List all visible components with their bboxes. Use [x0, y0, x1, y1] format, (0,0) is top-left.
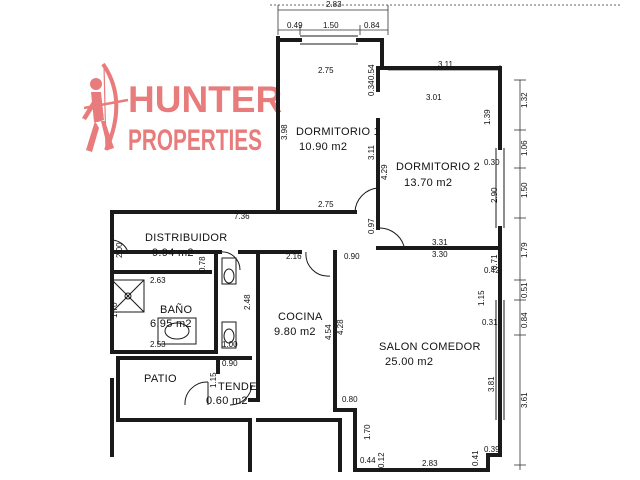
- salon-name: SALON COMEDOR: [379, 341, 481, 353]
- dim-label: 2.83: [422, 459, 438, 468]
- dim-label: 1.79: [520, 242, 529, 258]
- dim-label: 1.15: [477, 290, 486, 306]
- dim-label: 0.80: [342, 395, 358, 404]
- distribuidor-name: DISTRIBUIDOR: [145, 232, 227, 244]
- dormitorio1-area: 10.90 m2: [299, 141, 347, 153]
- door-tende: [184, 381, 209, 406]
- door-distribuidor: [111, 239, 129, 253]
- dormitorio1-name: DORMITORIO 1: [296, 126, 380, 138]
- dim-label: 3.81: [487, 376, 496, 392]
- shower-tray: [111, 279, 145, 313]
- dim-label: 3.61: [520, 392, 529, 408]
- door-bath: [219, 251, 241, 271]
- distribuidor-area: 9.94 m2: [152, 247, 194, 259]
- archer-icon: [82, 62, 129, 152]
- dim-label: 2.83: [326, 0, 342, 9]
- dim-label: 0.71: [490, 254, 499, 270]
- dim-label: 0.42: [484, 266, 500, 275]
- toilet-2: [221, 321, 237, 349]
- dim-label: 0.51: [520, 282, 529, 298]
- dim-label: 0.90: [222, 359, 238, 368]
- dim-label: 1.06: [520, 140, 529, 156]
- dim-label: 3.11: [438, 60, 454, 69]
- hunter-logo: HUNTER PROPERTIES: [82, 62, 282, 157]
- dim-label: 0.90: [344, 252, 360, 261]
- dim-label: 7.36: [234, 212, 250, 221]
- door-dormitorio1: [354, 187, 379, 213]
- dim-label: 2.75: [318, 200, 334, 209]
- dim-label: 1.70: [363, 424, 372, 440]
- dim-label: 0.34: [367, 80, 376, 96]
- dim-label: 0.78: [198, 256, 207, 272]
- cocina-area: 9.80 m2: [274, 326, 316, 338]
- dim-label: 2.48: [243, 294, 252, 310]
- dim-label: 4.29: [380, 164, 389, 180]
- patio-name: PATIO: [144, 373, 177, 385]
- dim-label: 0.44: [360, 456, 376, 465]
- dim-label: 2.16: [286, 252, 302, 261]
- dim-label: 3.11: [367, 144, 376, 160]
- dim-label: 3.30: [432, 250, 448, 259]
- dim-label: 2.00: [115, 242, 124, 258]
- dim-label: 1.39: [483, 109, 492, 125]
- dim-label: 4.54: [324, 324, 333, 340]
- dim-label: 3.01: [426, 93, 442, 102]
- dim-label: 0.49: [287, 21, 303, 30]
- dim-label: 1.00: [222, 340, 238, 349]
- dim-label: 0.41: [471, 450, 480, 466]
- dim-label: 0.97: [367, 218, 376, 234]
- dim-label: 0.12: [377, 452, 386, 468]
- tende-name: TENDE: [218, 381, 257, 393]
- dim-label: 1.70: [110, 302, 119, 318]
- dim-label: 1.50: [520, 182, 529, 198]
- dormitorio2-area: 13.70 m2: [404, 177, 452, 189]
- dim-label: 0.39: [484, 445, 500, 454]
- door-cocina: [305, 251, 331, 277]
- room-labels: DORMITORIO 1 10.90 m2 DORMITORIO 2 13.70…: [144, 126, 481, 407]
- walls: [110, 35, 505, 472]
- dim-label: 0.84: [520, 312, 529, 328]
- dim-label: 2.75: [318, 66, 334, 75]
- dim-label: 1.32: [520, 92, 529, 108]
- logo-line2: PROPERTIES: [128, 124, 262, 157]
- bathroom-fixtures: [111, 257, 237, 349]
- bath-sink: [157, 317, 197, 345]
- logo-line1: HUNTER: [128, 79, 282, 120]
- dim-label: 3.98: [280, 124, 289, 140]
- dim-label: 0.30: [484, 158, 500, 167]
- dim-label: 1.50: [323, 21, 339, 30]
- dim-label: 2.53: [150, 340, 166, 349]
- dim-label: 1.15: [209, 372, 218, 388]
- doors: [111, 187, 405, 406]
- dim-label: 0.31: [482, 318, 498, 327]
- door-tende-2: [229, 384, 253, 406]
- dim-label: 0.84: [364, 21, 380, 30]
- dimension-labels: 2.83 0.49 1.50 0.84 2.75 3.11 3.01 0.30 …: [110, 0, 529, 468]
- tende-area: 0.60 m2: [206, 395, 248, 407]
- bano-area: 6.95 m2: [150, 318, 192, 330]
- salon-area: 25.00 m2: [385, 356, 433, 368]
- dim-label: 0.54: [367, 64, 376, 80]
- dim-label: 2.63: [150, 276, 166, 285]
- bano-name: BAÑO: [160, 303, 193, 316]
- dim-label: 4.28: [336, 319, 345, 335]
- toilet-1: [221, 257, 237, 285]
- dormitorio2-name: DORMITORIO 2: [396, 161, 480, 173]
- cocina-name: COCINA: [278, 311, 323, 323]
- dim-label: 2.90: [490, 187, 499, 203]
- dim-label: 3.31: [432, 238, 448, 247]
- door-dormitorio2: [377, 227, 405, 247]
